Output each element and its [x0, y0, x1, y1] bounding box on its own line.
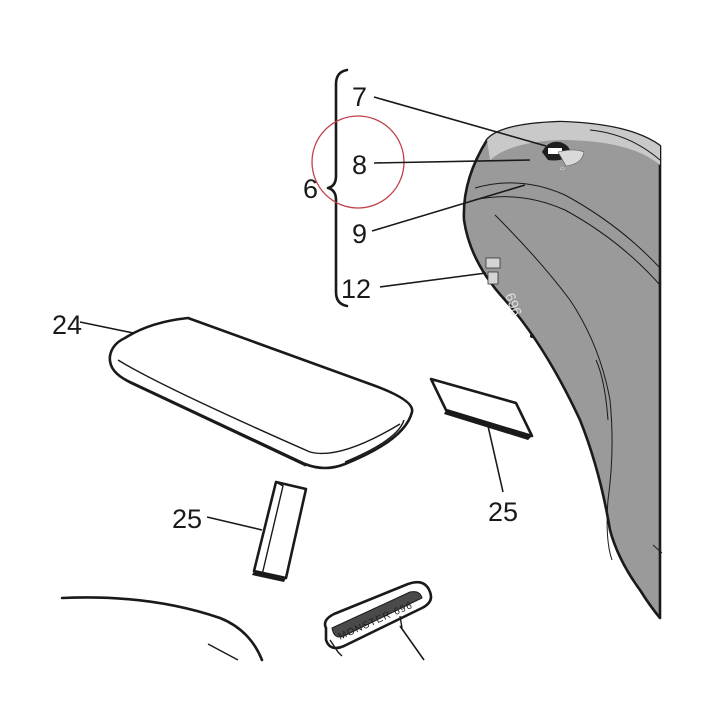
tank-side-logo: 696	[485, 257, 534, 338]
tank-stripe-upper	[474, 182, 661, 269]
leader-12	[379, 272, 487, 288]
monster-badge: MONSTER 696	[323, 580, 433, 661]
svg-text:696: 696	[502, 291, 525, 319]
leader-25-left	[206, 516, 263, 531]
fuel-tank: ▭ 696	[462, 120, 663, 620]
callout-25-right: 25	[488, 497, 518, 527]
leader-7	[373, 96, 547, 147]
callout-12: 12	[341, 274, 371, 304]
tank-edge-upper	[589, 129, 661, 161]
leader-25-right	[487, 425, 504, 493]
tank-decal	[557, 149, 585, 167]
leader-24	[79, 321, 139, 335]
tank-lower-line	[595, 359, 609, 421]
body-panel-bottom	[60, 596, 264, 662]
svg-text:▭: ▭	[560, 166, 565, 172]
callout-24: 24	[52, 310, 82, 340]
leader-9	[371, 184, 526, 232]
bracket-6	[326, 68, 349, 308]
seat-pad	[108, 316, 414, 470]
tank-crease	[494, 214, 613, 561]
foam-pad-left	[252, 480, 308, 582]
tank-stripe-lower	[473, 196, 661, 286]
tank-shell	[462, 120, 662, 620]
callout-8: 8	[352, 150, 367, 180]
foam-strip-right	[429, 377, 534, 440]
tank-top-band	[487, 122, 660, 165]
callout-6: 6	[303, 174, 318, 204]
callout-25-left: 25	[172, 504, 202, 534]
callout-9: 9	[352, 219, 367, 249]
callout-7: 7	[352, 82, 367, 112]
leader-8	[373, 159, 531, 164]
tank-bottom-tick	[652, 544, 663, 554]
